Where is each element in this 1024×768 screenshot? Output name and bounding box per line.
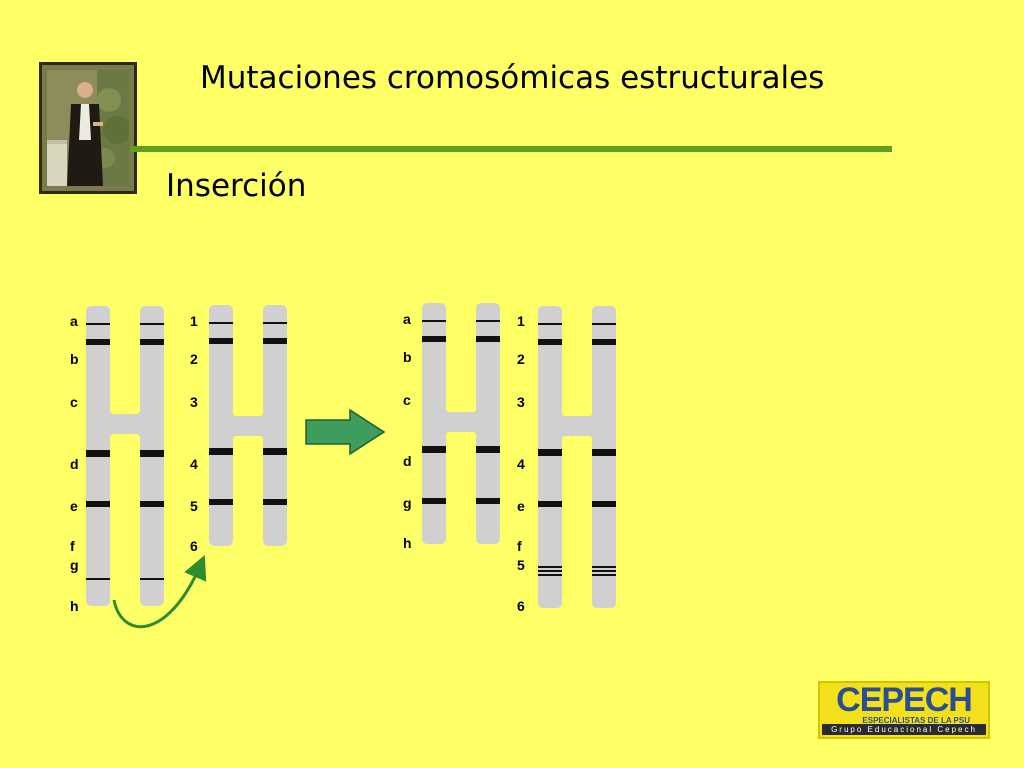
chromatid-right [464, 303, 500, 544]
label: f [517, 538, 522, 554]
chromosome-pair-numbers-after [538, 306, 616, 608]
logo-band: Grupo Educacional Cepech [822, 724, 986, 735]
label: 6 [517, 598, 525, 614]
label: d [403, 453, 412, 469]
label: 1 [190, 313, 198, 329]
band-5 [592, 570, 616, 572]
label: 2 [190, 351, 198, 367]
band-2 [209, 338, 233, 344]
label: 1 [517, 313, 525, 329]
chromatid-left [209, 305, 245, 546]
label: g [70, 557, 79, 573]
band-5 [538, 566, 562, 568]
logo-tagline: ESPECIALISTAS DE LA PSU [862, 716, 970, 725]
label: g [403, 495, 412, 511]
band-a [422, 320, 446, 322]
band-1 [263, 322, 287, 324]
band-1 [592, 323, 616, 325]
band-b [476, 336, 500, 342]
transfer-curve-arrow [112, 554, 207, 628]
band-b [86, 339, 110, 345]
title-divider [130, 146, 892, 152]
label: e [517, 498, 525, 514]
band-4 [209, 448, 233, 455]
label: 3 [517, 394, 525, 410]
chromosome-pair-letters-after [422, 303, 500, 544]
band-5 [538, 570, 562, 572]
chromosome-pair-numbers-before [209, 305, 287, 546]
chromatid-right [251, 305, 287, 546]
band-5 [538, 574, 562, 576]
portrait-image [47, 70, 129, 186]
labels-numbers-before: 1 2 3 4 5 6 [190, 313, 198, 554]
label: e [70, 498, 78, 514]
band-1 [538, 323, 562, 325]
label: 5 [190, 498, 198, 514]
labels-letters-before: a b c d e f g h [70, 313, 79, 614]
label: 2 [517, 351, 525, 367]
label: 3 [190, 394, 198, 410]
label: a [70, 313, 78, 329]
chromatid-right [580, 306, 616, 608]
label: 6 [190, 538, 198, 554]
band-e [140, 501, 164, 507]
band-a [86, 323, 110, 325]
band-2 [592, 339, 616, 345]
centromere [231, 416, 265, 436]
band-e [538, 501, 562, 507]
band-5 [263, 499, 287, 505]
band-1 [209, 322, 233, 324]
band-b [140, 339, 164, 345]
band-b [422, 336, 446, 342]
band-2 [263, 338, 287, 344]
band-4 [538, 449, 562, 456]
label: h [403, 535, 412, 551]
chromatid-left [538, 306, 574, 608]
band-e [592, 501, 616, 507]
cepech-logo: CEPECH ESPECIALISTAS DE LA PSU Grupo Edu… [818, 681, 990, 739]
label: h [70, 598, 79, 614]
band-5 [592, 566, 616, 568]
band-a [140, 323, 164, 325]
slide-title: Mutaciones cromosómicas estructurales [200, 60, 825, 96]
band-g [422, 498, 446, 504]
label: c [70, 394, 78, 410]
mendel-portrait [39, 62, 137, 194]
chromosome-pair-letters-before [86, 306, 164, 606]
band-d [422, 446, 446, 453]
centromere [444, 412, 478, 432]
slide-subtitle: Inserción [166, 168, 307, 204]
band-g [140, 578, 164, 580]
label: 4 [517, 456, 525, 472]
label: a [403, 311, 411, 327]
centromere [560, 416, 594, 436]
band-5 [209, 499, 233, 505]
band-4 [592, 449, 616, 456]
label: b [403, 349, 412, 365]
transition-arrow-icon [305, 408, 386, 456]
chromatid-left [422, 303, 458, 544]
label: 4 [190, 456, 198, 472]
label: d [70, 456, 79, 472]
band-d [476, 446, 500, 453]
label: b [70, 351, 79, 367]
band-g [476, 498, 500, 504]
label: f [70, 538, 75, 554]
labels-numbers-after: 1 2 3 4 e f 5 6 [517, 313, 525, 614]
logo-name: CEPECH [836, 681, 973, 719]
band-5 [592, 574, 616, 576]
band-4 [263, 448, 287, 455]
label: 5 [517, 557, 525, 573]
band-d [86, 450, 110, 457]
band-g [86, 578, 110, 580]
band-d [140, 450, 164, 457]
band-2 [538, 339, 562, 345]
labels-letters-after: a b c d g h [403, 311, 412, 551]
band-a [476, 320, 500, 322]
band-e [86, 501, 110, 507]
label: c [403, 392, 411, 408]
